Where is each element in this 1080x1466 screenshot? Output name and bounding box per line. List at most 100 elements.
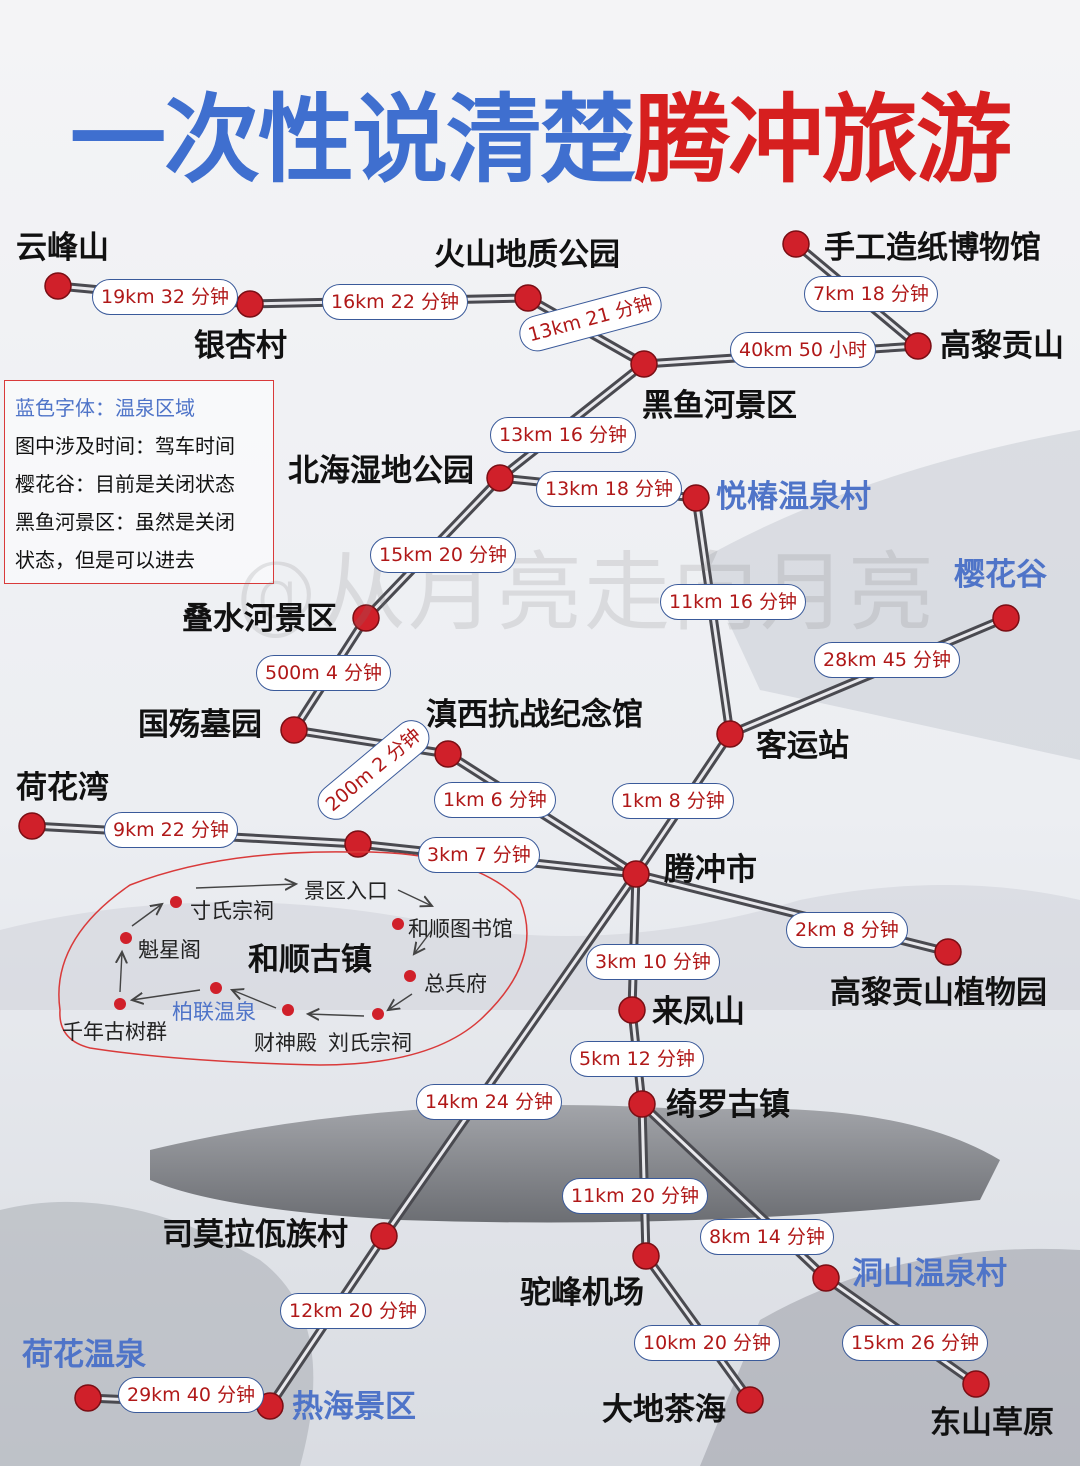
distance-beihai-dieshui: 15km 20 分钟 [370,537,516,573]
legend-heiyuhe-note-2: 状态，但是可以进去 [15,548,195,572]
arrow-entrance-library [397,889,432,906]
station-dot-dongshancaoyuan [962,1370,990,1398]
distance-dongshan-caoyuan: 15km 26 分钟 [842,1325,988,1361]
station-zhiwuyuan: 高黎贡山植物园 [830,975,1047,1011]
page-title: 一次性说清楚腾冲旅游 [0,62,1080,201]
legend-hotspring-note: 蓝色字体：温泉区域 [15,396,195,420]
distance-shougong-gaoligong: 7km 18 分钟 [804,276,938,312]
distance-beihai-yuechun: 13km 18 分钟 [536,471,682,507]
station-beihai: 北海湿地公园 [288,453,474,489]
station-shougong: 手工造纸博物馆 [824,230,1041,266]
arrow-oldtrees-kuixing [120,952,122,993]
station-dot-zhiwuyuan [934,938,962,966]
town-outline [58,851,528,1066]
station-simola: 司莫拉佤族村 [162,1217,348,1253]
distance-tengchong-simola: 14km 24 分钟 [416,1084,562,1120]
station-yunfengshan: 云峰山 [16,230,109,266]
distance-dieshui-guoshang: 500m 4 分钟 [256,655,391,691]
station-dot-yunfengshan [44,272,72,300]
distance-yinxing-huoshan: 16km 22 分钟 [322,284,468,320]
town-library: 和顺图书馆 [408,917,513,941]
distance-heiyuhe-gaoligong: 40km 50 小时 [730,332,876,368]
station-yuechun: 悦椿温泉村 [716,479,871,515]
distance-tengchong-laifeng: 3km 10 分钟 [586,944,720,980]
station-dot-yinxingcun [236,290,264,318]
station-dot-tuofeng [632,1242,660,1270]
station-dot-shougong [782,230,810,258]
town-dot-liushi [372,1008,384,1020]
station-hehuawenquan: 荷花温泉 [22,1337,146,1373]
station-dot-beihai [486,464,514,492]
distance-hehuawan-heshun: 9km 22 分钟 [104,812,238,848]
arrow-cunshi-entrance [195,884,296,888]
arrow-library-zongbingfu [414,929,433,954]
station-dot-dieshuihe [352,604,380,632]
town-cunshi: 寸氏宗祠 [190,899,274,923]
distance-dianxi-tengchong: 1km 6 分钟 [434,782,556,818]
station-hehuawan: 荷花湾 [16,770,109,806]
station-qiluo: 绮罗古镇 [666,1087,790,1123]
station-dot-dadichahai [736,1386,764,1414]
watermark: @从月亮走向月亮 [232,543,936,643]
legend-time-note: 图中涉及时间：驾车时间 [15,434,235,458]
station-dot-yuechun [682,484,710,512]
town-dot-bailian [210,982,222,994]
town-dot-cunshi [170,896,182,908]
town-dot-kuixing [120,932,132,944]
station-dot-tengchong [622,860,650,888]
station-dot-dianxi [434,740,462,768]
legend-heiyuhe-note: 黑鱼河景区：虽然是关闭 [15,510,235,534]
town-dot-zongbingfu [404,970,416,982]
distance-simola-rehai: 12km 20 分钟 [280,1293,426,1329]
station-dot-laifengshan [618,996,646,1024]
arrow-kuixing-cunshi [131,904,162,927]
station-yinxingcun: 银杏村 [194,328,287,364]
arrow-bailian-oldtrees [132,989,201,1000]
station-guoshang: 国殇墓园 [138,707,262,743]
station-dot-yinghuagu [992,604,1020,632]
legend-box: 蓝色字体：温泉区域 图中涉及时间：驾车时间 樱花谷：目前是关闭状态 黑鱼河景区：… [4,380,274,584]
town-entrance: 景区入口 [304,879,388,903]
station-yinghuagu: 樱花谷 [954,557,1047,593]
town-dot-caishen [282,1004,294,1016]
station-dot-simola [370,1222,398,1250]
station-dongshancaoyuan: 东山草原 [930,1405,1054,1441]
distance-yuechun-keyun: 11km 16 分钟 [660,584,806,620]
town-liushi: 刘氏宗祠 [328,1031,412,1055]
distance-qiluo-tuofeng: 11km 20 分钟 [562,1178,708,1214]
distance-yunfeng-yinxing: 19km 32 分钟 [92,279,238,315]
station-dot-dongshan [812,1264,840,1292]
legend-yinghuagu-note: 樱花谷：目前是关闭状态 [15,472,235,496]
town-zongbingfu: 总兵府 [424,972,487,996]
distance-keyun-tengchong: 1km 8 分钟 [612,783,734,819]
station-rehai: 热海景区 [292,1389,416,1425]
station-dadichahai: 大地茶海 [602,1392,726,1428]
arrow-zongbingfu-liushi [388,993,413,1010]
station-tuofeng: 驼峰机场 [520,1275,644,1311]
town-oldtrees: 千年古树群 [62,1020,167,1044]
distance-laifeng-qiluo: 5km 12 分钟 [570,1041,704,1077]
title-part-1: 一次性说清楚 [70,84,636,196]
station-dieshuihe: 叠水河景区 [182,601,337,637]
town-caishen: 财神殿 [254,1031,317,1055]
distance-heshun-tengchong: 3km 7 分钟 [418,837,540,873]
station-dongshan: 洞山温泉村 [852,1256,1007,1292]
distance-heiyuhe-beihai: 13km 16 分钟 [490,417,636,453]
station-dot-guoshang [280,716,308,744]
distance-tuofeng-dadi: 10km 20 分钟 [634,1325,780,1361]
distance-qiluo-dongshan: 8km 14 分钟 [700,1219,834,1255]
station-dot-heshun [344,830,372,858]
distance-yinghua-keyun: 28km 45 分钟 [814,642,960,678]
station-dot-keyunzhan [716,720,744,748]
station-keyunzhan: 客运站 [756,728,849,764]
town-bailian: 柏联温泉 [172,1000,256,1024]
station-dot-heiyuhe [630,350,658,378]
distance-hehuawenquan-rehai: 29km 40 分钟 [118,1377,264,1413]
title-part-2: 腾冲旅游 [634,84,1012,196]
town-dot-oldtrees [114,998,126,1010]
station-dot-qiluo [628,1090,656,1118]
station-dianxi: 滇西抗战纪念馆 [426,697,643,733]
arrow-liushi-caishen [308,1014,365,1016]
town-name: 和顺古镇 [248,942,372,978]
station-gaoligongshan: 高黎贡山 [940,328,1064,364]
